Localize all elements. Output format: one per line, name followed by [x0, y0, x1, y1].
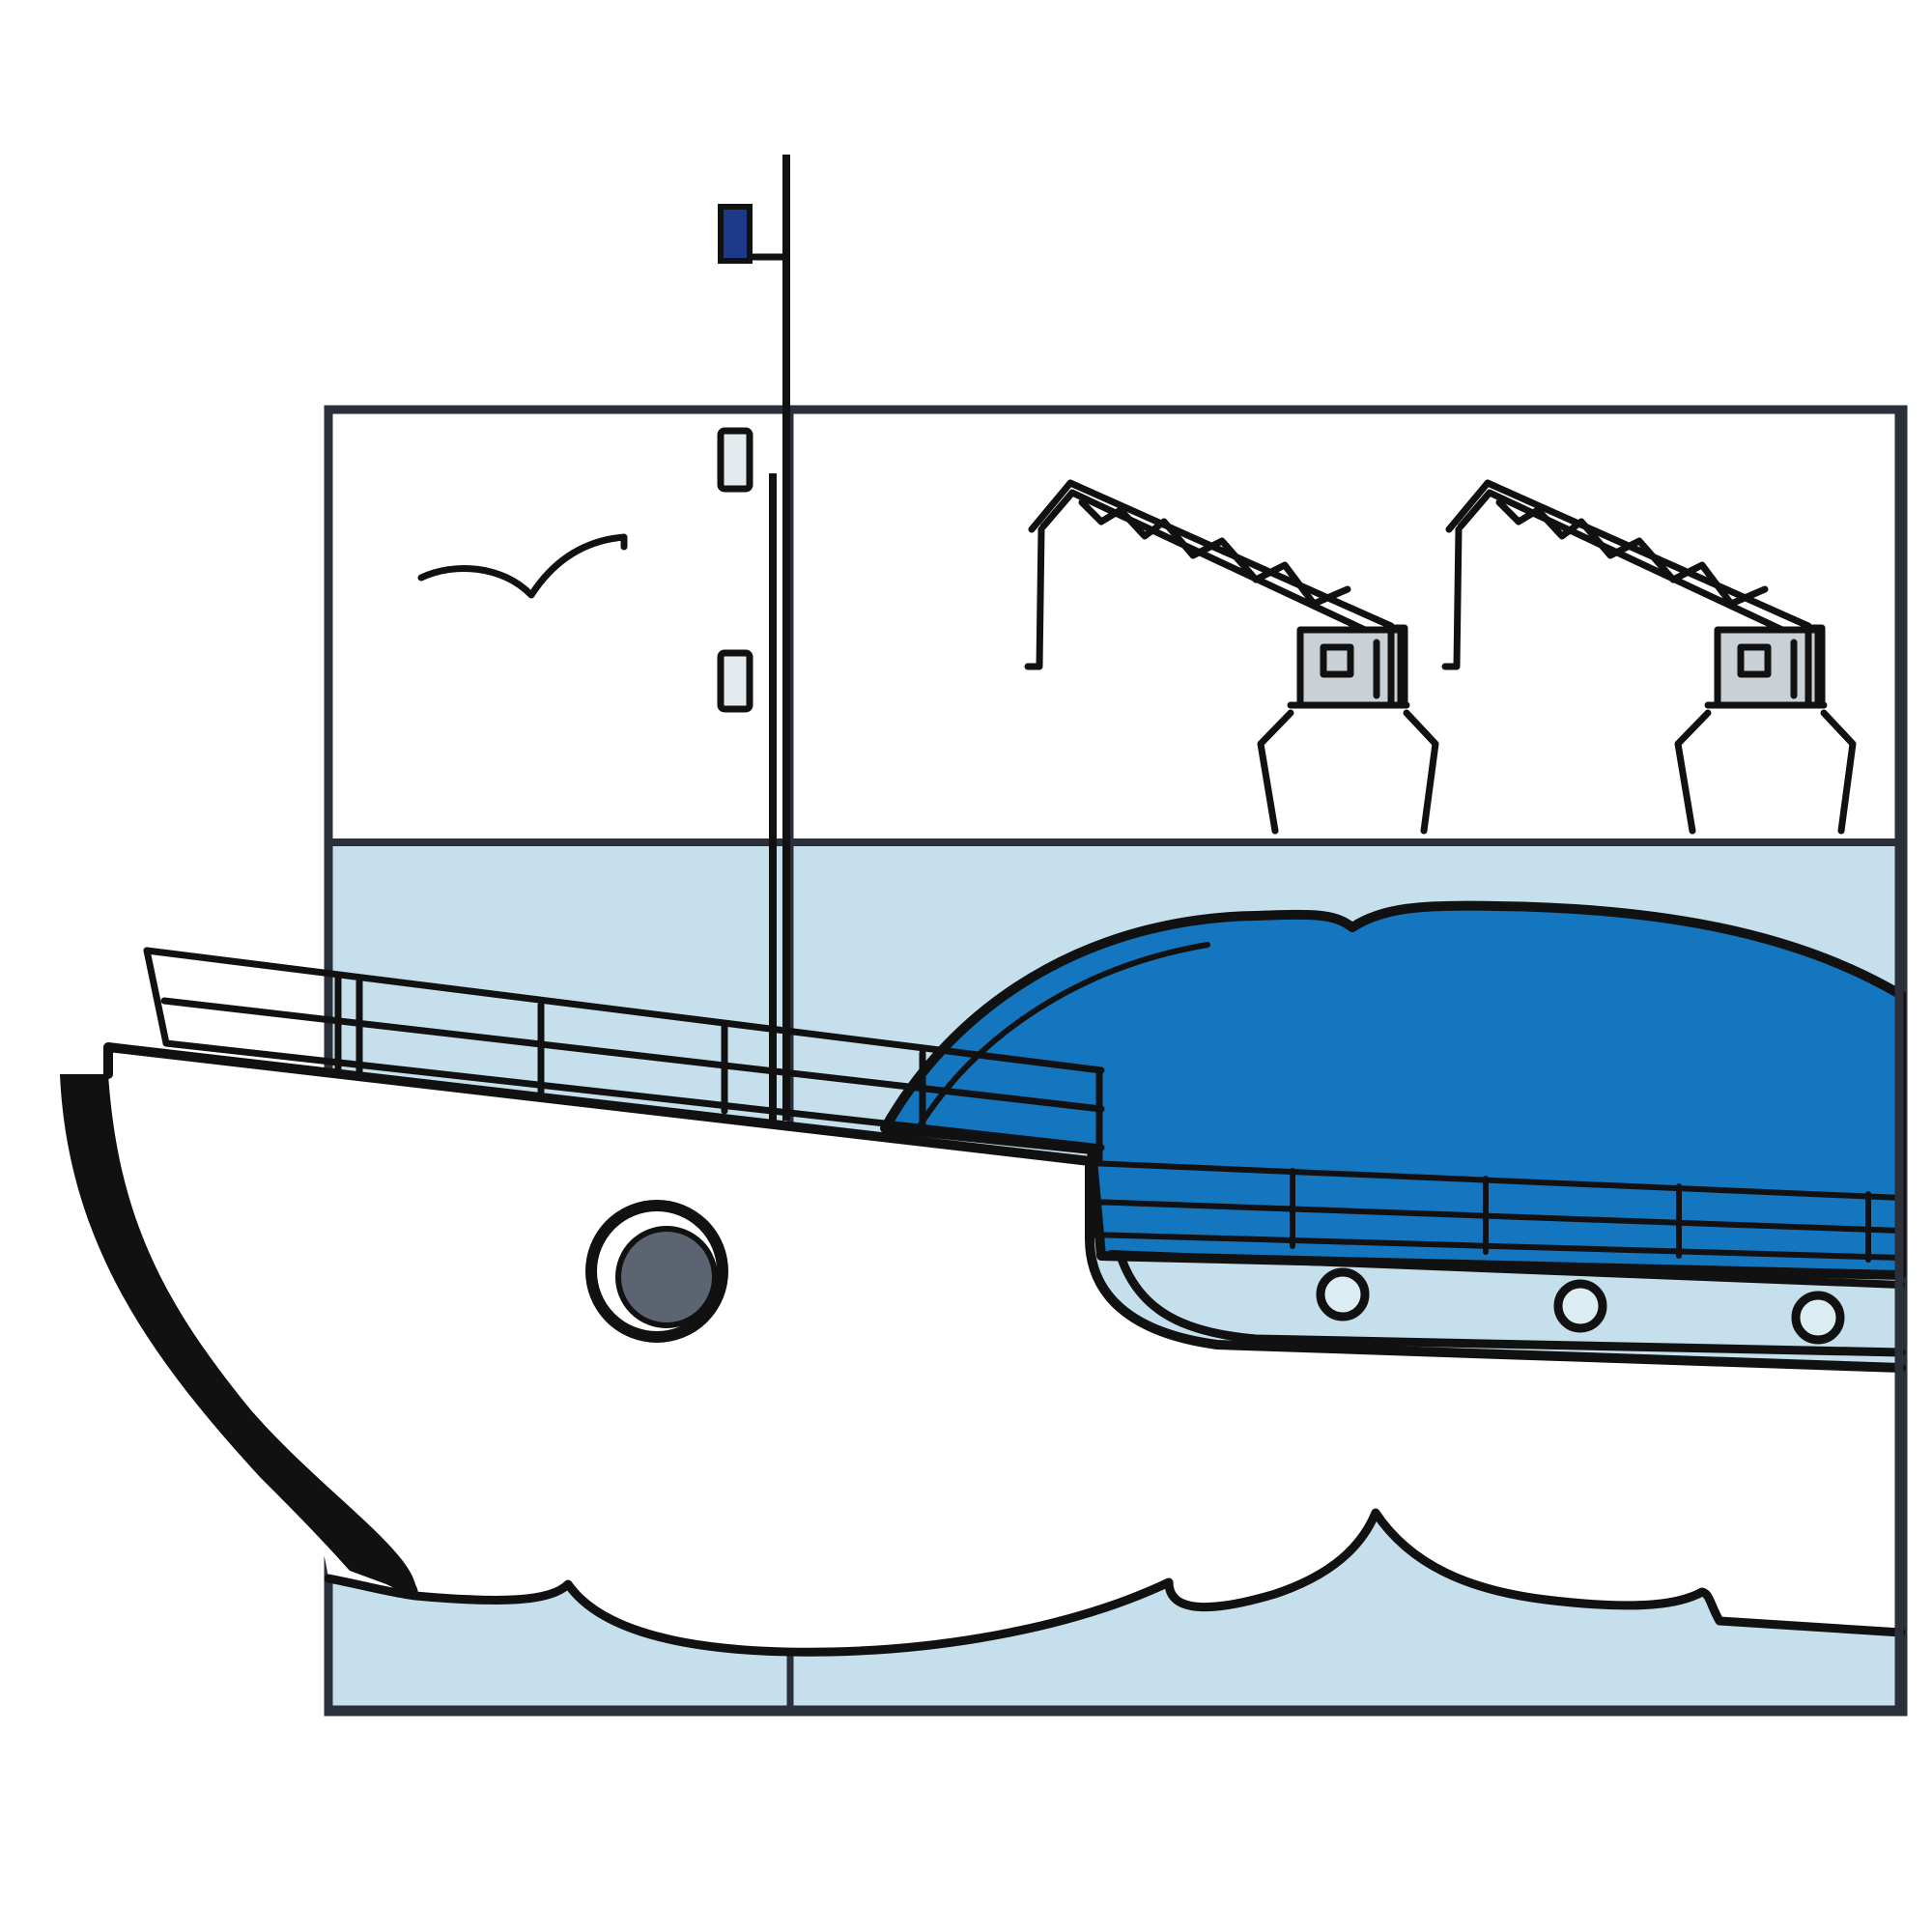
- cargo-dome: [880, 900, 1906, 1280]
- hull-lower-band: [1116, 1251, 1906, 1357]
- mast-light: [717, 649, 753, 713]
- ship-mast: [717, 155, 790, 1121]
- hull-stripe: [1107, 1250, 1905, 1289]
- flag-icon: [718, 204, 753, 264]
- harbor-crane-icon: [1024, 479, 1439, 835]
- aft-railing: [1087, 1160, 1904, 1263]
- mast-light: [717, 427, 753, 493]
- harbor-crane-icon: [1441, 479, 1857, 835]
- forward-railing: [143, 947, 1105, 1163]
- porthole-icon: [585, 1200, 728, 1343]
- porthole-icon: [1791, 1291, 1845, 1345]
- ship-bow-stem: [60, 1074, 418, 1596]
- sky-panel: [328, 410, 1903, 842]
- cargo-dome-inner-edge: [913, 942, 1210, 1135]
- porthole-icon: [1553, 1279, 1607, 1333]
- ship-hull: [60, 1047, 1901, 1653]
- porthole-icon: [1316, 1267, 1370, 1321]
- wave-icon: [324, 1508, 1906, 1657]
- hull-outline: [103, 1042, 1906, 1373]
- seagull-icon: [417, 533, 628, 599]
